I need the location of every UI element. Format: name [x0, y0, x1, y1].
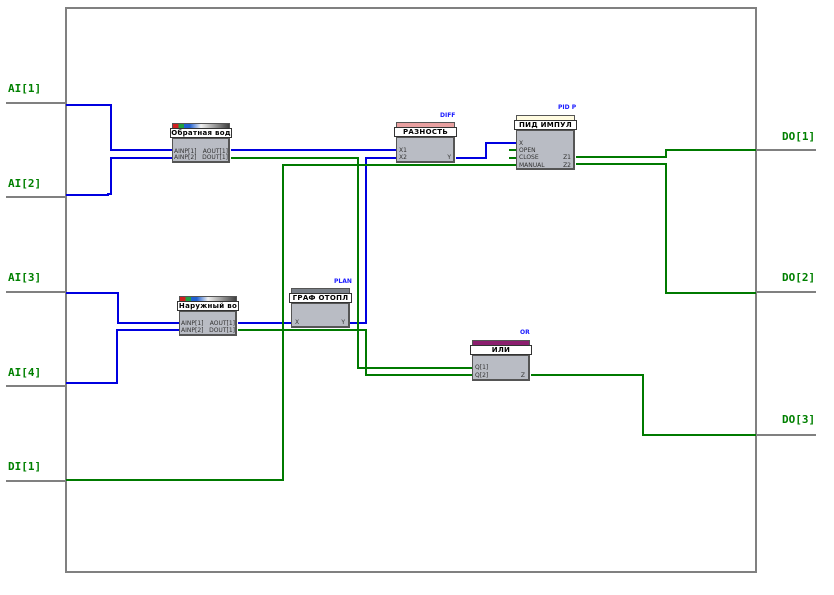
block-heating-curve[interactable]: ГРАФ ОТОПЛ X Y — [289, 288, 352, 328]
pin-y[interactable]: Y — [447, 154, 451, 161]
pin-x2[interactable]: X2 — [399, 154, 407, 161]
pin-close[interactable]: CLOSE — [519, 154, 539, 161]
block-header-bar — [291, 288, 350, 294]
program-frame — [65, 7, 757, 573]
input-label-di1: DI[1] — [8, 460, 42, 473]
pin-x1[interactable]: X1 — [399, 147, 407, 154]
block-header-gradient — [172, 123, 230, 129]
pin-z2[interactable]: Z2 — [563, 162, 571, 169]
pin-x[interactable]: X — [519, 140, 524, 147]
pin-aout1[interactable]: AOUT[1] — [202, 148, 228, 155]
block-title: Обратная вод — [170, 128, 232, 138]
wire-di1-to-pid-manual[interactable] — [66, 164, 516, 481]
input-label-ai2: AI[2] — [8, 177, 42, 190]
pin-ainp1[interactable]: AINP[1] — [174, 148, 197, 155]
pin-z[interactable]: Z — [520, 372, 525, 379]
block-return-water[interactable]: Обратная вод AINP[1] AINP[2] AOUT[1] DOU… — [170, 123, 232, 163]
block-difference[interactable]: РАЗНОСТЬ X1 X2 Y — [394, 122, 457, 163]
block-type-tag-diff: DIFF — [440, 112, 456, 119]
block-header-bar — [396, 122, 455, 128]
wire-pid-z2-to-do2[interactable] — [576, 163, 756, 294]
wire-or-to-do3[interactable] — [531, 374, 756, 436]
input-label-ai3: AI[3] — [8, 271, 42, 284]
block-body — [172, 138, 230, 163]
block-pid-pulse[interactable]: ПИД ИМПУЛ X OPEN CLOSE MANUAL Z1 Z2 — [514, 115, 577, 170]
input-label-ai1: AI[1] — [8, 82, 42, 95]
block-body — [396, 137, 455, 163]
block-body — [179, 311, 237, 336]
wire-outdoor-dout-to-or-q2[interactable] — [238, 329, 472, 376]
output-label-do1: DO[1] — [782, 130, 816, 143]
block-body — [291, 303, 350, 328]
wire-plan-to-diff-x2[interactable] — [350, 157, 396, 324]
block-title: ГРАФ ОТОПЛ — [289, 293, 352, 303]
block-title: ПИД ИМПУЛ — [514, 120, 577, 130]
block-header-bar — [516, 115, 575, 121]
block-type-tag-plan: PLAN — [334, 278, 352, 285]
wire-diff-to-pid[interactable] — [456, 142, 516, 159]
output-label-do2: DO[2] — [782, 271, 816, 284]
block-type-tag-pid: PID P — [558, 104, 577, 111]
block-title: РАЗНОСТЬ — [394, 127, 457, 137]
wire-return-dout-to-or-q1[interactable] — [231, 157, 472, 369]
wire-pid-z1-to-do1[interactable] — [576, 149, 756, 158]
pin-q1[interactable]: Q[1] — [475, 364, 489, 371]
block-body — [472, 355, 530, 381]
pin-aout1[interactable]: AOUT[1] — [209, 320, 235, 327]
pin-open[interactable]: OPEN — [519, 147, 536, 154]
pin-q2[interactable]: Q[2] — [475, 372, 489, 379]
block-header-gradient — [179, 296, 237, 302]
wire-ai1-return[interactable] — [66, 104, 172, 151]
pin-ainp2[interactable]: AINP[2] — [181, 327, 204, 334]
output-label-do3: DO[3] — [782, 413, 816, 426]
wire-ai2-return[interactable] — [66, 157, 172, 196]
block-type-tag-or: OR — [520, 329, 530, 336]
block-title: ИЛИ — [470, 345, 532, 355]
wire-ai4-outdoor[interactable] — [66, 329, 179, 384]
pin-y[interactable]: Y — [341, 319, 345, 326]
pin-x[interactable]: X — [295, 319, 300, 326]
block-header-bar — [472, 340, 530, 346]
wire-ai3-outdoor[interactable] — [66, 292, 179, 324]
pin-ainp1[interactable]: AINP[1] — [181, 320, 204, 327]
pin-z1[interactable]: Z1 — [563, 154, 571, 161]
pin-dout1[interactable]: DOUT[1] — [209, 327, 235, 334]
io-stubs — [6, 102, 816, 482]
block-or-gate[interactable]: ИЛИ Q[1] Q[2] Z — [470, 340, 532, 381]
block-outdoor-air[interactable]: Наружный во AINP[1] AINP[2] AOUT[1] DOUT… — [177, 296, 239, 336]
pin-ainp2[interactable]: AINP[2] — [174, 154, 197, 161]
block-body — [516, 130, 575, 170]
pin-manual[interactable]: MANUAL — [519, 162, 545, 169]
pin-dout1[interactable]: DOUT[1] — [202, 154, 228, 161]
input-label-ai4: AI[4] — [8, 366, 42, 379]
block-title: Наружный во — [177, 301, 239, 311]
